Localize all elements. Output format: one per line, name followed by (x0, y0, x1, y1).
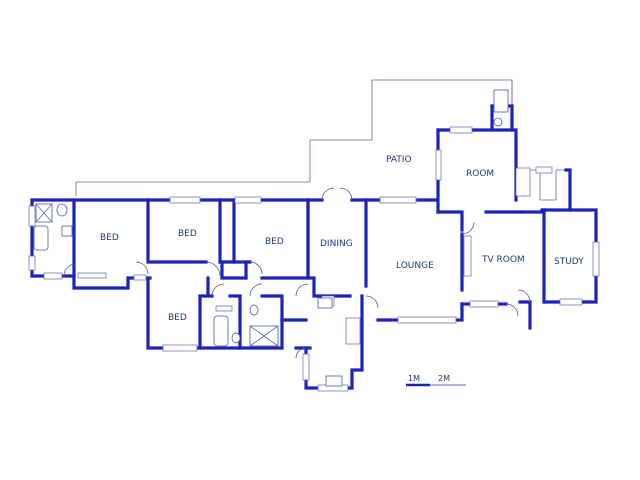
doors (63, 187, 531, 359)
room-label-bed-4: BED (168, 313, 187, 323)
room-label-room: ROOM (466, 169, 494, 179)
stove-icon (317, 297, 333, 309)
sink-icon (325, 375, 343, 387)
bath-icon (213, 315, 229, 347)
room-label-bed-3: BED (265, 237, 284, 247)
room-label-study: STUDY (554, 257, 584, 267)
room-label-patio: PATIO (386, 155, 412, 165)
room-label-bed-1: BED (100, 233, 119, 243)
spa-icon (493, 89, 509, 113)
toilet-icon (56, 203, 68, 217)
walls (30, 104, 598, 390)
toilet-icon (231, 332, 241, 344)
windows (28, 126, 600, 392)
room-label-tv-room: TV ROOM (481, 255, 525, 265)
bath-icon (33, 225, 49, 251)
scale-bar: 1M 2M (406, 374, 466, 387)
fixtures (33, 89, 509, 387)
room-label-lounge: LOUNGE (396, 261, 434, 271)
basin-icon (61, 225, 73, 237)
room-labels: BED BED BED BED DINING PATIO ROOM LOUNGE… (100, 155, 584, 323)
room-label-bed-2: BED (178, 229, 197, 239)
toilet-icon (249, 304, 259, 316)
room-label-dining: DINING (320, 239, 353, 249)
basin-icon (493, 117, 503, 127)
scale-label-1m: 1M (408, 374, 420, 383)
scale-label-2m: 2M (438, 374, 450, 383)
